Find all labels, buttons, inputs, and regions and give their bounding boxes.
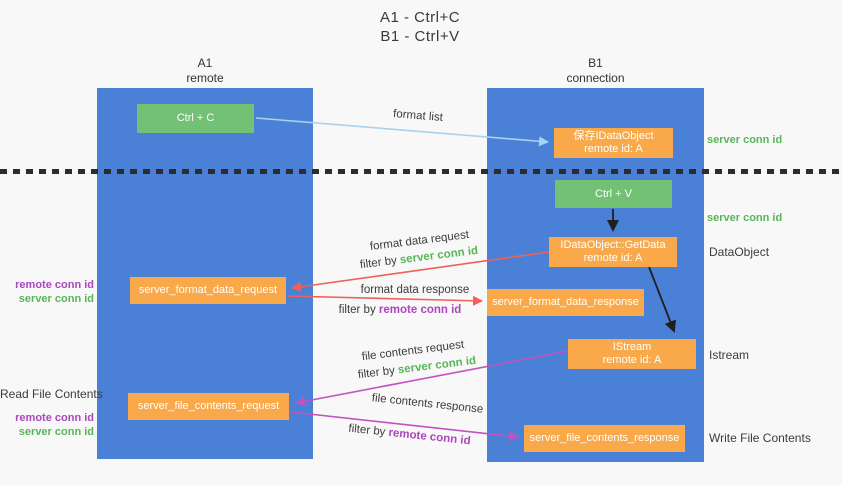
- filter-by-remote-conn-id-label-2: filter by remote conn id: [342, 422, 478, 448]
- server-file-contents-response-box: server_file_contents_response: [524, 425, 685, 452]
- right-label-istream: Istream: [709, 348, 750, 362]
- dotted-divider: [0, 169, 842, 174]
- getdata-line2: remote id: A: [583, 252, 643, 264]
- istream-line2: remote id: A: [602, 354, 662, 366]
- filter-prefix: filter by: [357, 364, 399, 382]
- server-conn-id-key: server conn id: [397, 354, 477, 377]
- server-file-contents-request-box: server_file_contents_request: [128, 393, 289, 420]
- save-idataobject-line1: 保存IDataObject: [573, 130, 654, 142]
- format-request-label: server_format_data_request: [138, 284, 278, 296]
- right-label-server-conn-id-1: server conn id: [707, 134, 783, 146]
- ctrl-c-label: Ctrl + C: [176, 112, 215, 124]
- lane-a-subtitle: remote: [186, 71, 224, 85]
- server-format-data-response-box: server_format_data_response: [487, 289, 644, 316]
- format-data-response-label: format data response: [360, 284, 470, 296]
- filter-prefix: filter by: [359, 254, 401, 272]
- format-list-label: format list: [392, 108, 444, 124]
- right-label-write-file-contents: Write File Contents: [709, 431, 811, 445]
- filter-prefix: filter by: [347, 422, 390, 439]
- lane-b-header: B1 connection: [487, 56, 704, 86]
- left-label-server-conn-id-1: server conn id: [18, 293, 94, 305]
- istream-box: IStream remote id: A: [568, 339, 696, 369]
- file-request-label: server_file_contents_request: [137, 400, 280, 412]
- ctrl-v-box: Ctrl + V: [555, 180, 672, 208]
- remote-conn-id-key: remote conn id: [387, 426, 472, 448]
- diagram-title: A1 - Ctrl+C B1 - Ctrl+V: [280, 8, 560, 46]
- file-contents-response-label: file contents response: [371, 392, 484, 416]
- ctrl-c-box: Ctrl + C: [137, 104, 254, 133]
- left-label-server-conn-id-2: server conn id: [18, 426, 94, 438]
- left-label-remote-conn-id-2: remote conn id: [15, 412, 94, 424]
- ctrl-v-label: Ctrl + V: [595, 187, 632, 200]
- file-response-label: server_file_contents_response: [529, 432, 680, 444]
- lane-a-name: A1: [197, 56, 213, 70]
- right-label-server-conn-id-2: server conn id: [707, 212, 783, 224]
- left-label-read-file-contents: Read File Contents: [0, 387, 103, 401]
- title-line-2: B1 - Ctrl+V: [380, 28, 460, 45]
- format-response-label: server_format_data_response: [492, 296, 639, 308]
- lane-a-header: A1 remote: [97, 56, 313, 86]
- istream-line1: IStream: [612, 341, 652, 353]
- getdata-line1: IDataObject::GetData: [560, 239, 666, 251]
- arrow-format-data-response: [287, 295, 483, 306]
- title-line-1: A1 - Ctrl+C: [379, 9, 461, 26]
- remote-conn-id-key: remote conn id: [378, 304, 462, 316]
- right-label-dataobject: DataObject: [709, 245, 770, 259]
- lane-b-name: B1: [588, 56, 603, 70]
- save-idataobject-box: 保存IDataObject remote id: A: [554, 128, 673, 158]
- idataobject-getdata-box: IDataObject::GetData remote id: A: [549, 237, 677, 267]
- server-format-data-request-box: server_format_data_request: [130, 277, 286, 304]
- filter-by-remote-conn-id-label-1: filter by remote conn id: [335, 304, 465, 316]
- lane-b-subtitle: connection: [566, 71, 625, 85]
- left-label-remote-conn-id-1: remote conn id: [15, 279, 94, 291]
- save-idataobject-line2: remote id: A: [584, 143, 643, 155]
- filter-prefix: filter by: [338, 304, 379, 316]
